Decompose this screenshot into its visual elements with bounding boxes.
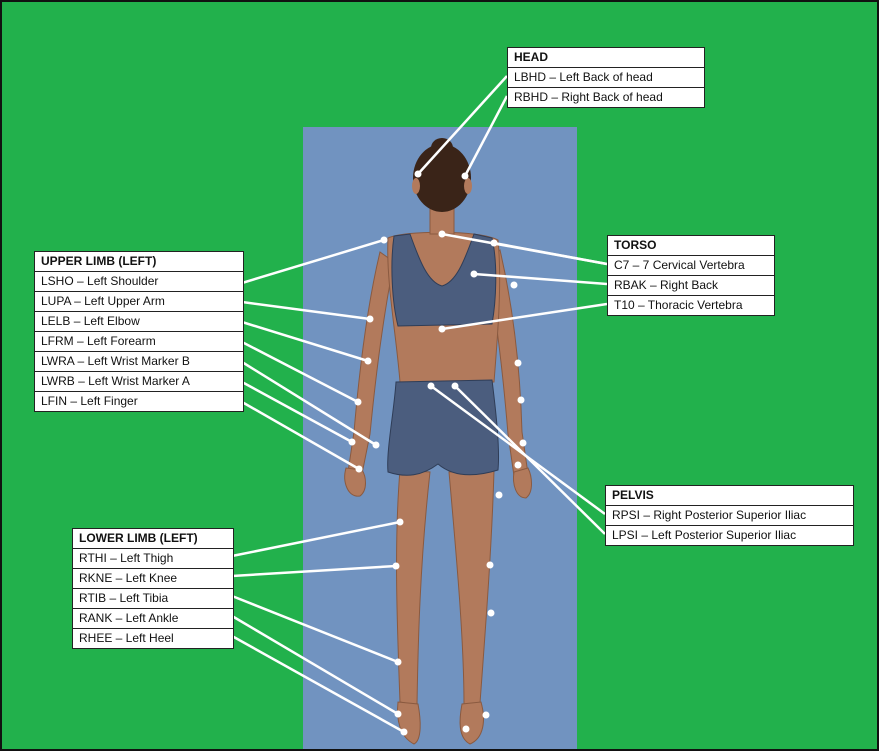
marker-c7: [439, 231, 446, 238]
lower-limb-title: LOWER LIMB (LEFT): [73, 529, 233, 548]
head-label-box: HEAD LBHD – Left Back of head RBHD – Rig…: [507, 47, 705, 108]
marker-lpsi: [452, 383, 459, 390]
lower-limb-label-box: LOWER LIMB (LEFT) RTHI – Left Thigh RKNE…: [72, 528, 234, 649]
marker-t10: [439, 326, 446, 333]
marker-rbak: [471, 271, 478, 278]
pelvis-item-lpsi: LPSI – Left Posterior Superior Iliac: [606, 525, 853, 545]
marker-lupa: [367, 316, 374, 323]
marker-rfin: [515, 462, 522, 469]
torso-item-t10: T10 – Thoracic Vertebra: [608, 295, 774, 315]
marker-lwra: [373, 442, 380, 449]
marker-rthi: [397, 519, 404, 526]
lower-limb-item-rhee: RHEE – Left Heel: [73, 628, 233, 648]
lower-limb-item-rkne: RKNE – Left Knee: [73, 568, 233, 588]
upper-limb-label-box: UPPER LIMB (LEFT) LSHO – Left Shoulder L…: [34, 251, 244, 412]
upper-limb-item-lfrm: LFRM – Left Forearm: [35, 331, 243, 351]
marker-lfin: [356, 466, 363, 473]
upper-limb-item-lsho: LSHO – Left Shoulder: [35, 271, 243, 291]
marker-ltib: [488, 610, 495, 617]
pelvis-label-box: PELVIS RPSI – Right Posterior Superior I…: [605, 485, 854, 546]
upper-limb-item-lwrb: LWRB – Left Wrist Marker A: [35, 371, 243, 391]
marker-rhee: [401, 729, 408, 736]
marker-rfrm: [518, 397, 525, 404]
marker-lfrm: [355, 399, 362, 406]
marker-rwra: [520, 440, 527, 447]
upper-limb-item-lelb: LELB – Left Elbow: [35, 311, 243, 331]
marker-rpsi: [428, 383, 435, 390]
marker-lank: [483, 712, 490, 719]
marker-lelb: [365, 358, 372, 365]
marker-lsho: [381, 237, 388, 244]
marker-rbhd: [462, 173, 469, 180]
torso-label-box: TORSO C7 – 7 Cervical Vertebra RBAK – Ri…: [607, 235, 775, 316]
marker-lwrb: [349, 439, 356, 446]
head-item-lbhd: LBHD – Left Back of head: [508, 67, 704, 87]
marker-rsho: [491, 240, 498, 247]
upper-limb-item-lupa: LUPA – Left Upper Arm: [35, 291, 243, 311]
torso-title: TORSO: [608, 236, 774, 255]
lower-limb-item-rthi: RTHI – Left Thigh: [73, 548, 233, 568]
torso-item-rbak: RBAK – Right Back: [608, 275, 774, 295]
marker-lthi: [496, 492, 503, 499]
marker-relb: [515, 360, 522, 367]
marker-rtib: [395, 659, 402, 666]
torso-item-c7: C7 – 7 Cervical Vertebra: [608, 255, 774, 275]
head-item-rbhd: RBHD – Right Back of head: [508, 87, 704, 107]
marker-rank: [395, 711, 402, 718]
head-title: HEAD: [508, 48, 704, 67]
lower-limb-item-rank: RANK – Left Ankle: [73, 608, 233, 628]
marker-lbhd: [415, 171, 422, 178]
pelvis-item-rpsi: RPSI – Right Posterior Superior Iliac: [606, 505, 853, 525]
marker-rkne: [393, 563, 400, 570]
marker-lkne: [487, 562, 494, 569]
upper-limb-item-lwra: LWRA – Left Wrist Marker B: [35, 351, 243, 371]
lower-limb-item-rtib: RTIB – Left Tibia: [73, 588, 233, 608]
pelvis-title: PELVIS: [606, 486, 853, 505]
marker-rupa: [511, 282, 518, 289]
marker-lhee: [463, 726, 470, 733]
upper-limb-title: UPPER LIMB (LEFT): [35, 252, 243, 271]
upper-limb-item-lfin: LFIN – Left Finger: [35, 391, 243, 411]
